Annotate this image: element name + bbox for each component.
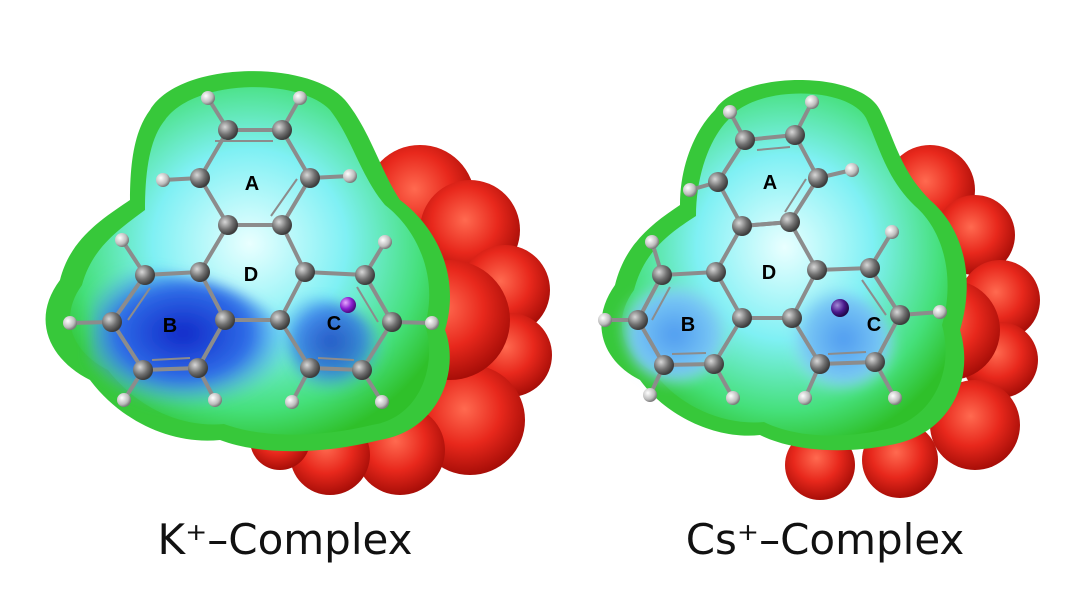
cs-complex-panel: A D B C — [598, 80, 1040, 500]
cs-ring-label-c: C — [867, 314, 881, 336]
k-complex-panel: A D B C — [45, 71, 552, 495]
cs-ring-label-a: A — [763, 172, 777, 194]
cs-ring-label-d: D — [762, 262, 776, 284]
cs-ring-label-b: B — [681, 314, 695, 336]
k-ring-label-c: C — [327, 313, 341, 335]
cs-carbon-atoms — [628, 125, 910, 375]
cs-hydrogen-atoms — [598, 95, 947, 405]
k-ring-label-a: A — [245, 173, 259, 195]
k-hydrogen-atoms — [63, 91, 439, 409]
k-ion — [340, 297, 356, 313]
k-complex-caption: K⁺–Complex — [157, 515, 413, 564]
k-carbon-atoms — [102, 120, 402, 380]
k-ring-label-b: B — [163, 315, 177, 337]
k-neutral-surface — [45, 71, 450, 452]
k-ring-label-d: D — [244, 264, 258, 286]
cs-ion — [831, 299, 849, 317]
cs-complex-caption: Cs⁺–Complex — [685, 515, 965, 564]
